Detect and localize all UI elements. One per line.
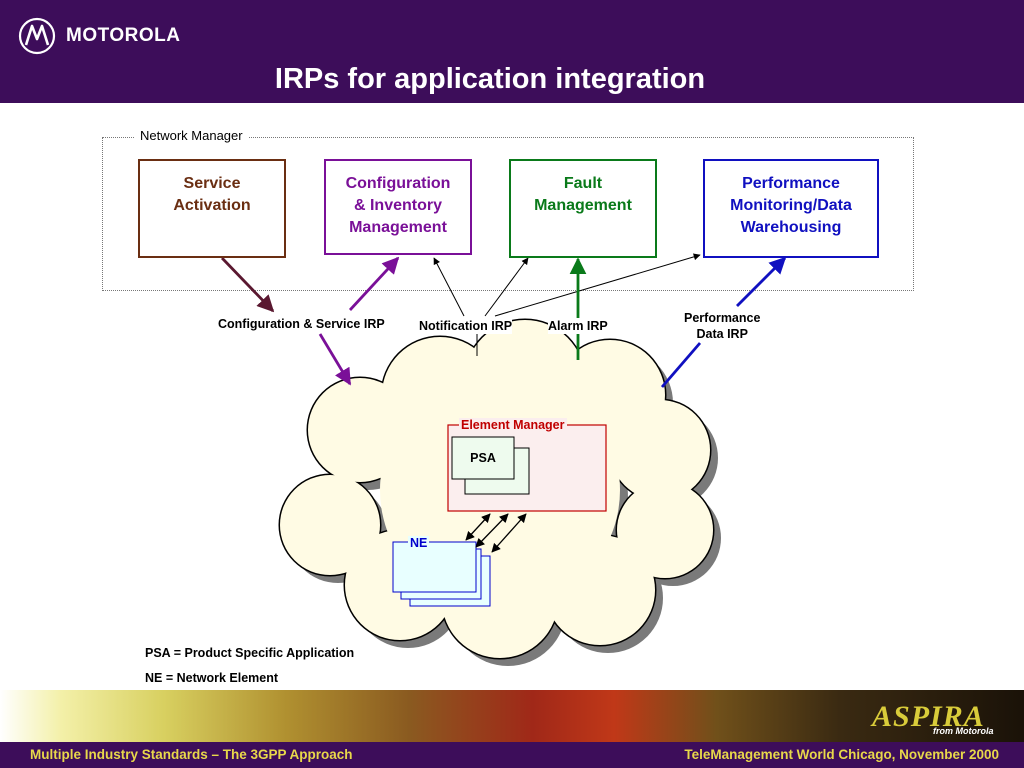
footer-bar: [0, 742, 1024, 768]
footer-left-text: Multiple Industry Standards – The 3GPP A…: [30, 747, 353, 762]
footer-right-text: TeleManagement World Chicago, November 2…: [684, 747, 999, 762]
service-activation-box: Service Activation: [138, 159, 286, 258]
page-title: IRPs for application integration: [274, 63, 706, 95]
config-cloud-arrow-down: [318, 333, 352, 386]
psa-ne-link-3: [491, 513, 527, 553]
ne-label: NE: [408, 536, 430, 550]
config-inventory-line-3: Management: [349, 219, 447, 236]
fault-management-line-1: Fault: [563, 175, 603, 192]
performance-monitoring-line-2: Monitoring/Data: [730, 197, 852, 214]
notification-to-config: [433, 257, 465, 317]
service-activation-line-1: Service: [183, 175, 241, 192]
performance-data-irp-label: Performance Data IRP: [684, 310, 761, 342]
performance-data-irp-line-2: Data IRP: [696, 327, 748, 341]
header-bar: [0, 0, 1024, 103]
aspira-logo-subtitle: from Motorola: [933, 726, 994, 736]
performance-monitoring-line-1: Performance: [742, 175, 840, 192]
config-inventory-arrow-up: [348, 256, 400, 311]
performance-monitoring-box: Performance Monitoring/Data Warehousing: [703, 159, 879, 258]
alarm-irp-label: Alarm IRP: [548, 318, 608, 334]
fault-management-box: Fault Management: [509, 159, 657, 258]
legend-psa: PSA = Product Specific Application: [145, 646, 355, 660]
psa-box-front: [451, 436, 515, 480]
fault-management-line-2: Management: [534, 197, 632, 214]
config-inventory-box: Configuration & Inventory Management: [324, 159, 472, 255]
psa-label: PSA: [470, 451, 496, 465]
notification-to-performance: [494, 253, 701, 317]
config-inventory-line-2: & Inventory: [353, 197, 442, 214]
decorative-band: [0, 690, 1024, 742]
performance-arrow-up: [736, 256, 787, 307]
config-service-irp-label: Configuration & Service IRP: [218, 316, 385, 332]
logo-text: MOTOROLA: [66, 25, 181, 46]
network-manager-frame: [102, 137, 914, 291]
cloud-fill: [280, 320, 713, 658]
performance-monitoring-line-3: Warehousing: [740, 219, 842, 236]
element-manager-label: Element Manager: [459, 418, 567, 432]
service-activation-line-2: Activation: [173, 197, 251, 214]
ne-box-1: [392, 541, 477, 593]
performance-cloud-link: [660, 342, 702, 388]
service-activation-arrow: [220, 257, 275, 313]
aspira-logo: ASPIRA: [872, 700, 985, 733]
notification-to-fault: [484, 257, 529, 317]
notification-irp-label: Notification IRP: [419, 318, 513, 334]
legend-ne: NE = Network Element: [145, 671, 279, 685]
motorola-logo-icon: [18, 17, 56, 55]
performance-data-irp-line-1: Performance: [684, 311, 761, 325]
network-manager-label: Network Manager: [134, 128, 249, 143]
config-inventory-line-1: Configuration: [345, 175, 451, 192]
